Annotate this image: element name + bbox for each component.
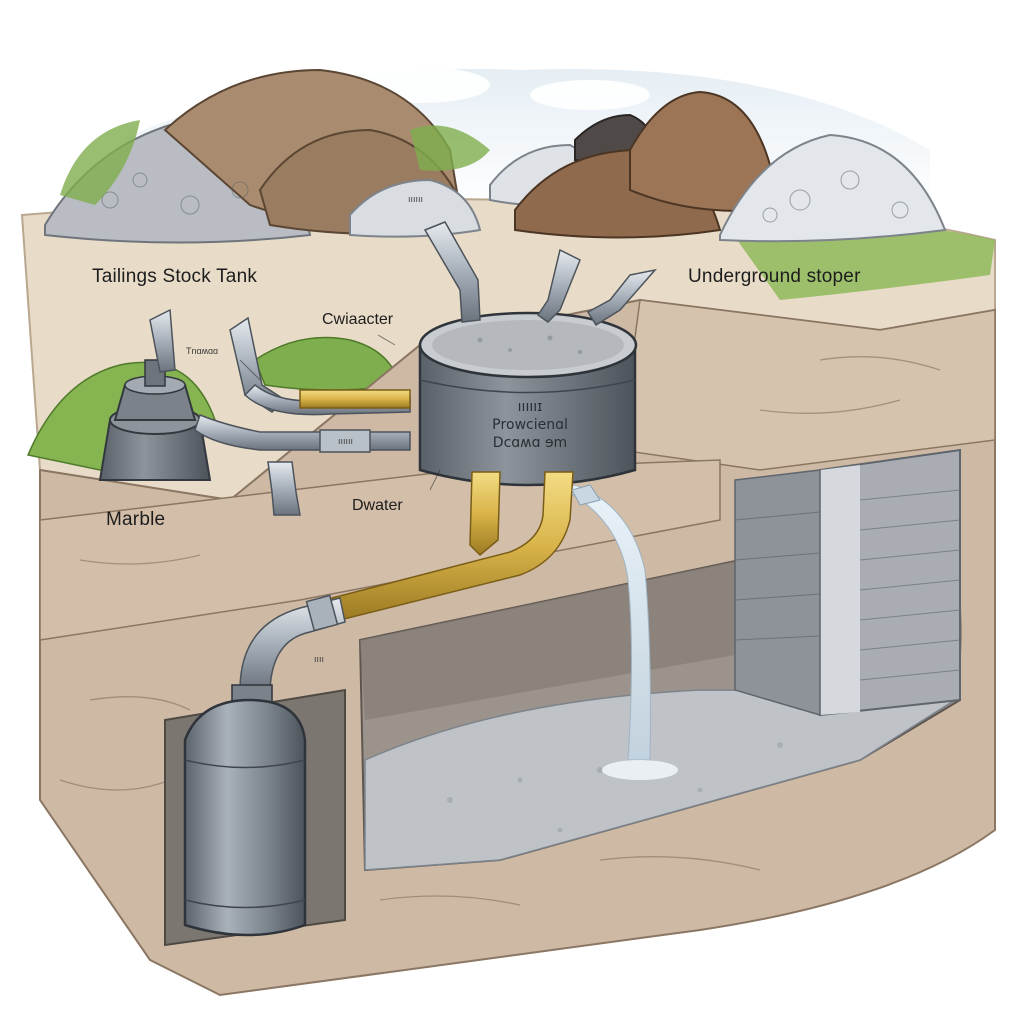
tag-lower-pipe: ıııııı	[338, 436, 354, 446]
shaft-storage-tank	[183, 684, 307, 937]
intake-pipe-1	[423, 221, 481, 323]
rock-pile-white-small	[349, 178, 482, 238]
label-marble: Marble	[106, 509, 166, 530]
label-dwater: Dwater	[352, 497, 403, 514]
label-cwiaacter: Cwiaacter	[322, 311, 394, 328]
rock-pile-brown-tall	[629, 90, 772, 212]
central-mixing-tank	[418, 311, 638, 487]
tank-label-line-2: Ρrowcienɑl	[492, 417, 568, 433]
marble-crusher-unit	[98, 359, 212, 481]
rock-pile-white-right	[719, 133, 947, 243]
rock-ledge-right	[619, 299, 996, 471]
tank-label-line-3: Dcɑʍɑ ɘm	[492, 435, 568, 451]
pipe-yellow-upper	[299, 389, 411, 409]
label-underground-stoper: Underground stoper	[688, 266, 861, 287]
intake-pipe-2	[536, 248, 581, 323]
tank-label-line-1: ıııııɪ	[517, 399, 543, 415]
outlet-pipe-right	[571, 484, 601, 506]
label-tailings-stock-tank: Tailings Stock Tank	[92, 266, 258, 287]
outlet-pipe-yellow-left	[469, 471, 501, 557]
tag-pipe-left: Tnɑʍɑɑ	[186, 346, 219, 356]
intake-pipe-3	[586, 268, 658, 327]
tank-label: ıııııɪ Ρrowcienɑl Dcɑʍɑ ɘm	[470, 398, 590, 452]
tag-pile: ıııııı	[408, 194, 424, 204]
outlet-pipe-yellow-main	[331, 471, 574, 621]
water-stream	[563, 484, 651, 761]
tag-shaft-pipe: ıııı	[314, 654, 325, 664]
